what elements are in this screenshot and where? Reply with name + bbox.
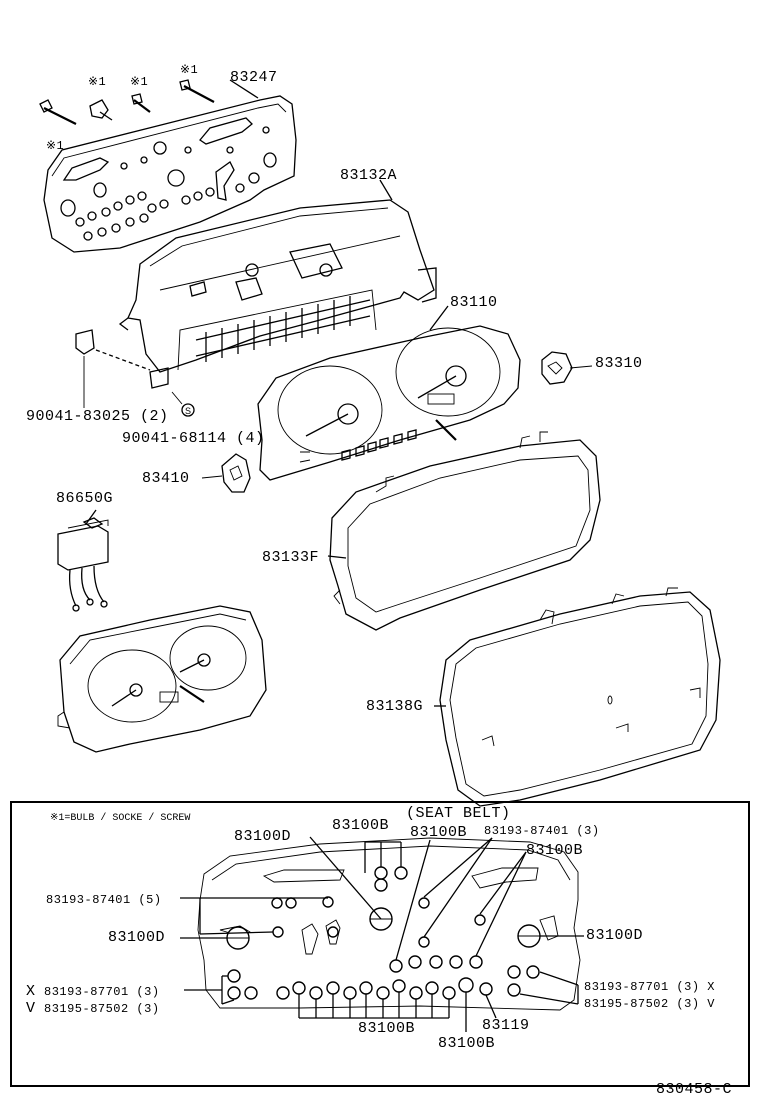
- part-83310-socket: [541, 351, 593, 385]
- label-83100D-right: 83100D: [586, 927, 644, 944]
- label-83195-87502-right: 83195-87502 (3) V: [584, 997, 715, 1011]
- label-83193-87701-left: 83193-87701 (3): [44, 985, 160, 999]
- label-83410: 83410: [142, 470, 190, 487]
- label-83100B-top1: 83100B: [332, 817, 390, 834]
- label-90041-83025: 90041-83025 (2): [26, 408, 169, 425]
- part-83110-gauge-face: [257, 325, 521, 481]
- legend-leader-lines: [180, 836, 584, 1032]
- label-83100B-top2: 83100B: [410, 824, 468, 841]
- part-83247-panel: [43, 95, 297, 253]
- label-83100B-bottom: 83100B: [358, 1020, 416, 1037]
- label-mark1-a: ※1: [88, 75, 107, 89]
- clip-screw-90041: S: [75, 329, 195, 417]
- label-83100D-top: 83100D: [234, 828, 292, 845]
- part-83133F-frame: [329, 431, 601, 631]
- label-83100B-right: 83100B: [526, 842, 584, 859]
- label-83100D-left: 83100D: [108, 929, 166, 946]
- svg-text:S: S: [185, 406, 191, 416]
- label-83110: 83110: [450, 294, 498, 311]
- label-mark1-b: ※1: [130, 75, 149, 89]
- part-83410-socket: [201, 453, 251, 493]
- label-83138G: 83138G: [366, 698, 424, 715]
- bulb-legend-box: [10, 801, 750, 1087]
- legend-bulbs-small: [227, 866, 540, 1000]
- label-83193-87401-3: 83193-87401 (3): [484, 824, 600, 838]
- label-86650G: 86650G: [56, 490, 114, 507]
- legend-meter-outline: [197, 837, 581, 1011]
- part-83138G-cover: [439, 587, 721, 807]
- label-90041-68114: 90041-68114 (4): [122, 430, 265, 447]
- label-x-left: X: [26, 983, 36, 1000]
- label-83133F: 83133F: [262, 549, 320, 566]
- label-83195-87502-left: 83195-87502 (3): [44, 1002, 160, 1016]
- label-83247: 83247: [230, 69, 278, 86]
- label-83100B-bottom2: 83100B: [438, 1035, 496, 1052]
- diagram-code: 830458-C: [656, 1081, 733, 1098]
- part-86650G: [57, 517, 109, 612]
- label-seat-belt: (SEAT BELT): [406, 805, 511, 822]
- label-v-left: V: [26, 1000, 36, 1017]
- assembled-meter: [57, 605, 267, 753]
- label-83132A: 83132A: [340, 167, 398, 184]
- label-83193-87401-5: 83193-87401 (5): [46, 893, 162, 907]
- label-83119: 83119: [482, 1017, 530, 1034]
- label-mark1-d: ※1: [46, 139, 65, 153]
- bulbs-screws-83247: [39, 79, 215, 125]
- label-83193-87701-right: 83193-87701 (3) X: [584, 980, 715, 994]
- label-mark1-c: ※1: [180, 63, 199, 77]
- leader-lines: [85, 79, 449, 707]
- label-83310: 83310: [595, 355, 643, 372]
- legend-note: ※1=BULB / SOCKE / SCREW: [50, 813, 191, 824]
- part-83132A-housing: [118, 199, 437, 373]
